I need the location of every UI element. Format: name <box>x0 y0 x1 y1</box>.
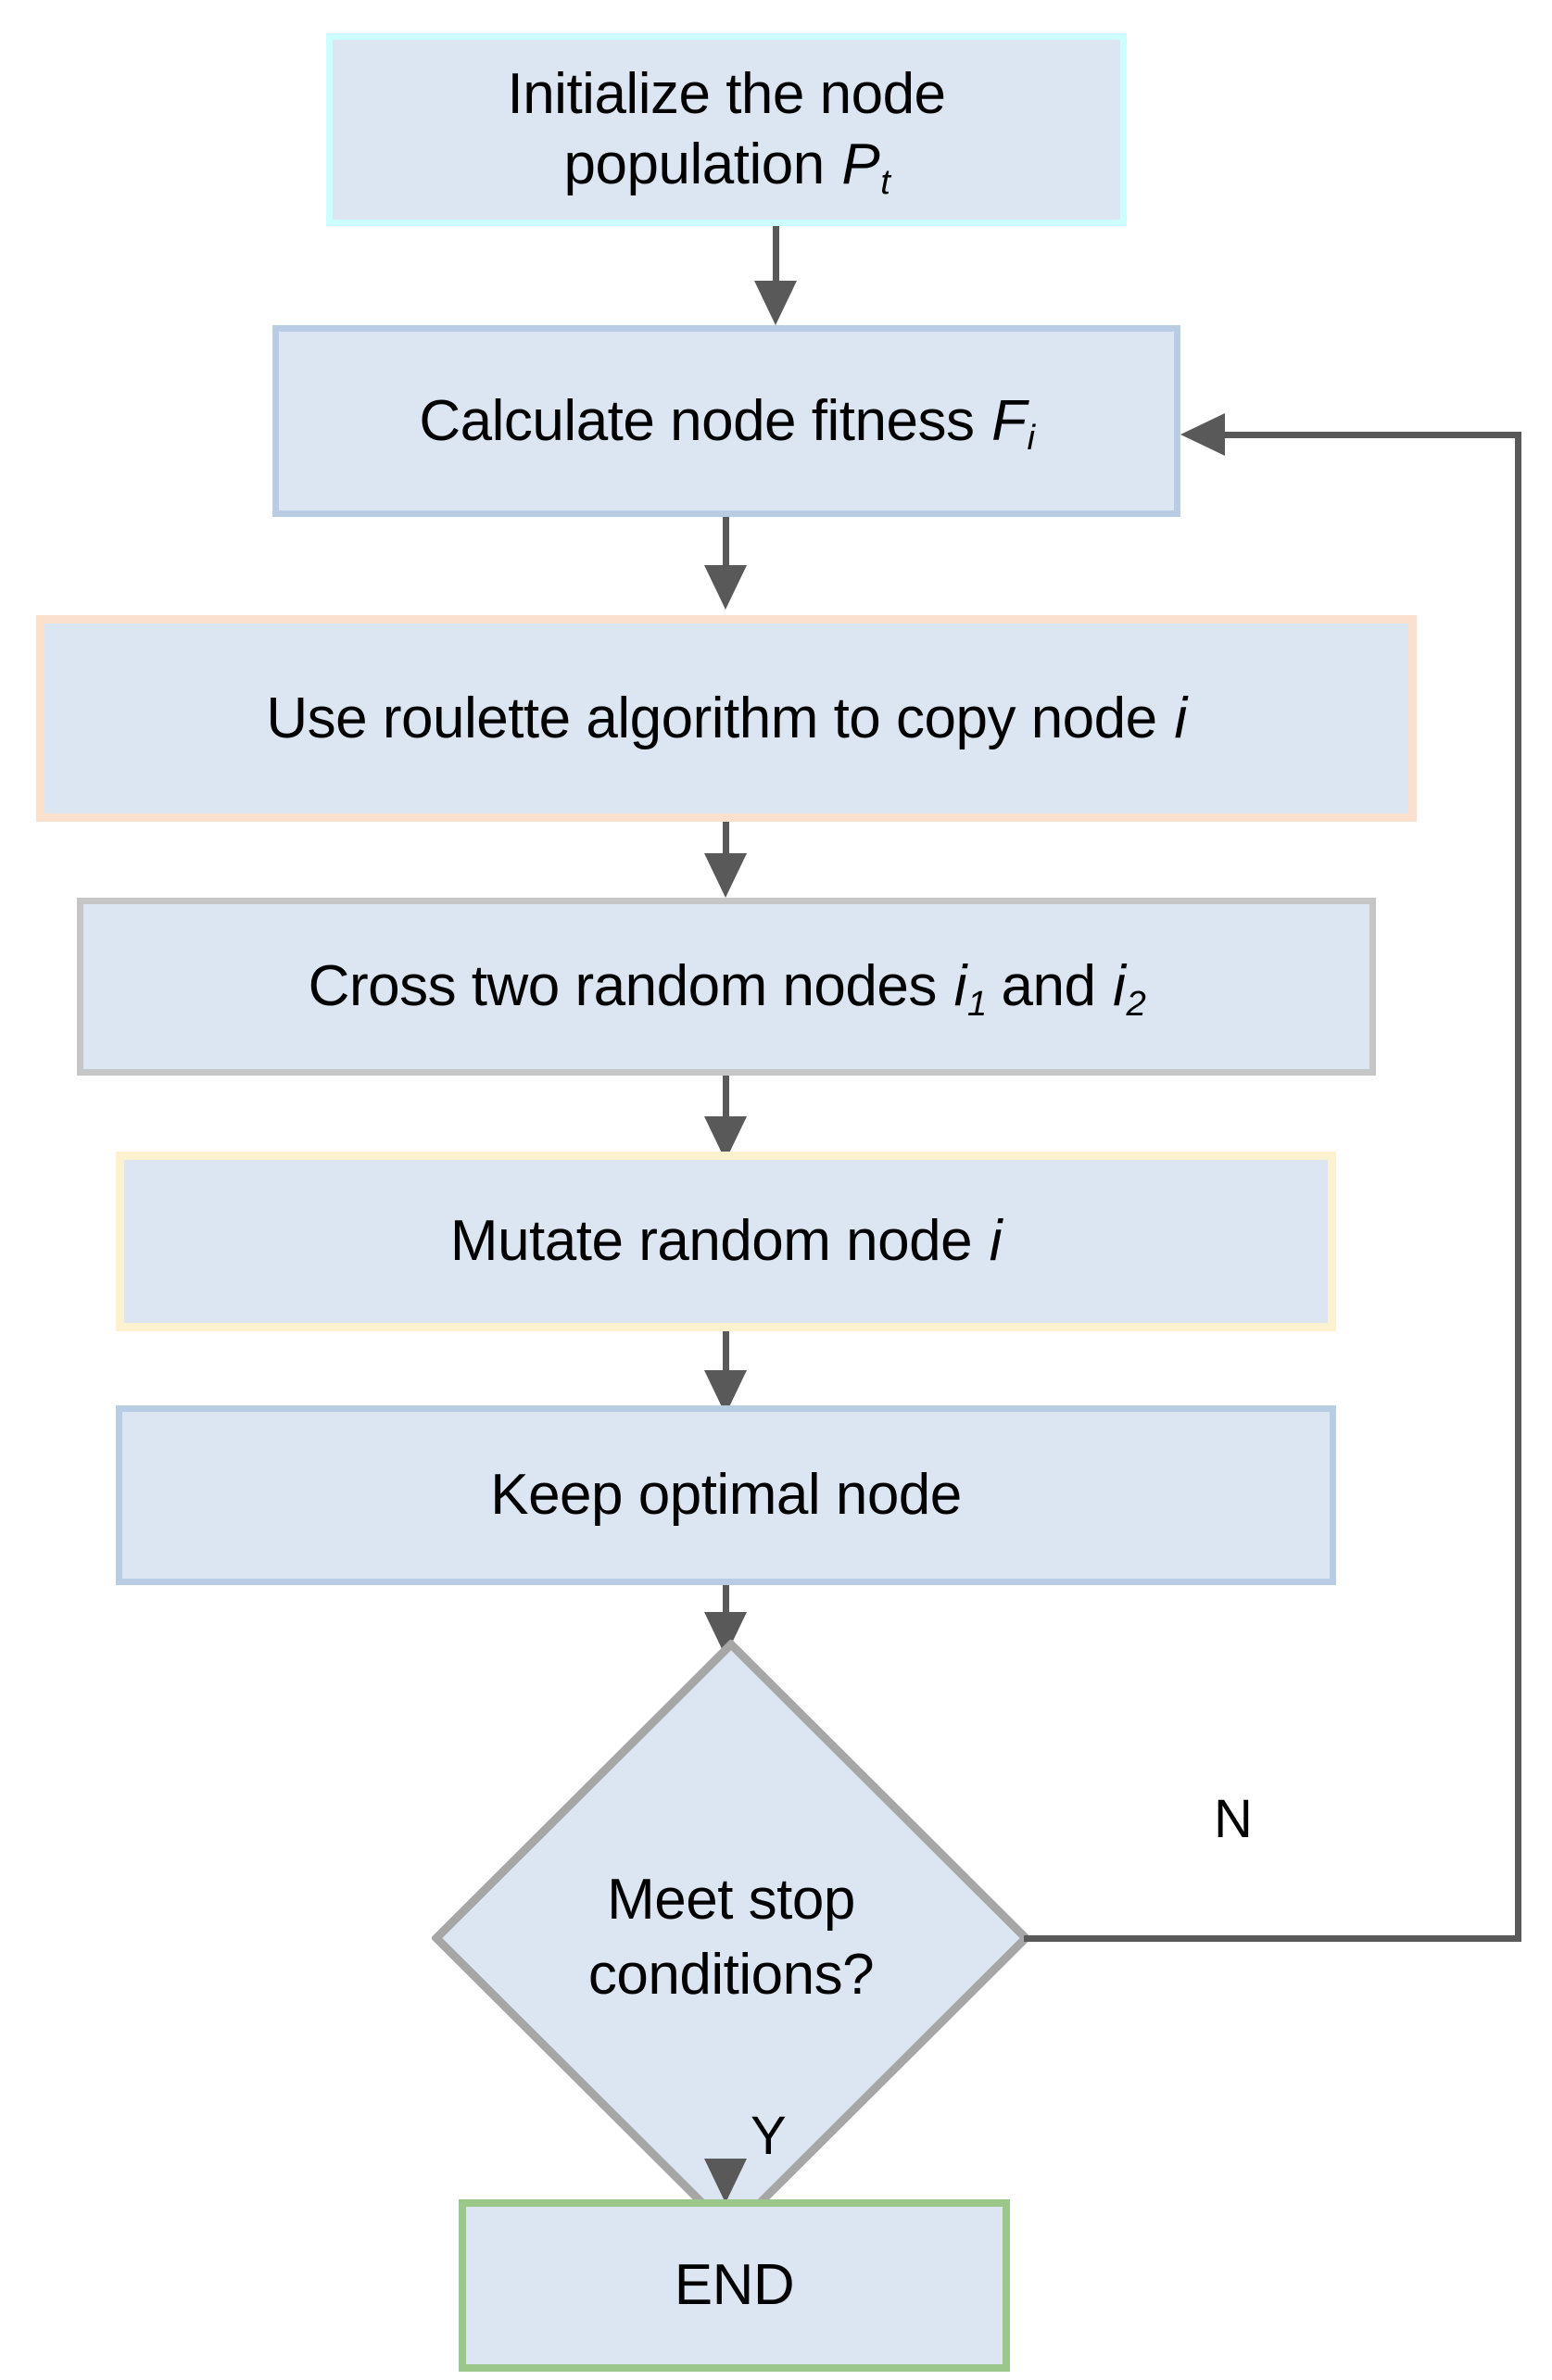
flow-node-mutate-label: Mutate random node i <box>124 1206 1328 1277</box>
connector-line <box>723 1076 729 1122</box>
arrow-head-down-icon <box>754 281 797 325</box>
flow-node-decision-stop-conditions[interactable]: Meet stop conditions? <box>432 1640 1030 2236</box>
flow-node-end-label: END <box>674 2253 795 2318</box>
connector-line <box>723 1585 729 1630</box>
initialize-subscript-t: t <box>880 161 890 202</box>
flow-node-crossover-label: Cross two random nodes i1 and i2 <box>83 951 1369 1024</box>
mutate-variable-i: i <box>989 1209 1003 1274</box>
connector-line <box>723 822 729 859</box>
mutate-text-prefix: Mutate random node <box>449 1209 988 1274</box>
edge-label-no: N <box>1214 1789 1253 1849</box>
flow-node-crossover[interactable]: Cross two random nodes i1 and i2 <box>77 898 1376 1076</box>
roulette-variable-i: i <box>1174 686 1187 750</box>
flow-node-calculate-fitness[interactable]: Calculate node fitness Fi <box>272 325 1180 517</box>
flow-node-calculate-fitness-label: Calculate node fitness Fi <box>279 386 1174 459</box>
arrow-head-down-icon <box>704 853 747 898</box>
connector-line <box>723 517 729 571</box>
arrow-head-down-icon <box>704 565 747 610</box>
initialize-line-2-prefix: population <box>563 132 840 196</box>
connector-line <box>773 226 779 287</box>
initialize-variable-P: P <box>841 132 880 196</box>
cross-text-middle: and <box>985 954 1112 1019</box>
connector-line-return <box>1225 432 1520 438</box>
flow-node-initialize-label: Initialize the node population Pt <box>333 59 1120 202</box>
connector-line <box>723 1331 729 1376</box>
arrow-head-down-icon <box>704 2159 747 2203</box>
connector-line-vertical <box>1515 432 1521 1942</box>
edge-label-yes: Y <box>751 2106 787 2166</box>
flow-node-initialize[interactable]: Initialize the node population Pt <box>326 33 1127 226</box>
cross-subscript-1: 1 <box>966 983 987 1024</box>
fitness-variable-F: F <box>991 388 1027 453</box>
cross-variable-i2: i <box>1113 954 1126 1019</box>
diamond-shape-icon <box>432 1640 1030 2236</box>
cross-variable-i1: i <box>953 954 967 1019</box>
initialize-line-1: Initialize the node <box>507 62 946 127</box>
flow-node-keep-optimal[interactable]: Keep optimal node <box>116 1405 1336 1585</box>
fitness-subscript-i: i <box>1027 418 1036 459</box>
flow-node-mutate[interactable]: Mutate random node i <box>116 1152 1336 1331</box>
fitness-text-prefix: Calculate node fitness <box>419 388 991 453</box>
flow-node-keep-optimal-label: Keep optimal node <box>490 1463 962 1528</box>
cross-subscript-2: 2 <box>1126 983 1146 1024</box>
flow-node-roulette-copy[interactable]: Use roulette algorithm to copy node i <box>36 615 1417 822</box>
cross-text-prefix: Cross two random nodes <box>308 954 953 1019</box>
flow-node-end[interactable]: END <box>459 2199 1010 2372</box>
arrow-head-left-icon <box>1180 413 1225 456</box>
connector-line-horizontal <box>1024 1935 1521 1942</box>
roulette-text-prefix: Use roulette algorithm to copy node <box>266 686 1173 750</box>
flow-node-roulette-copy-label: Use roulette algorithm to copy node i <box>44 684 1408 754</box>
